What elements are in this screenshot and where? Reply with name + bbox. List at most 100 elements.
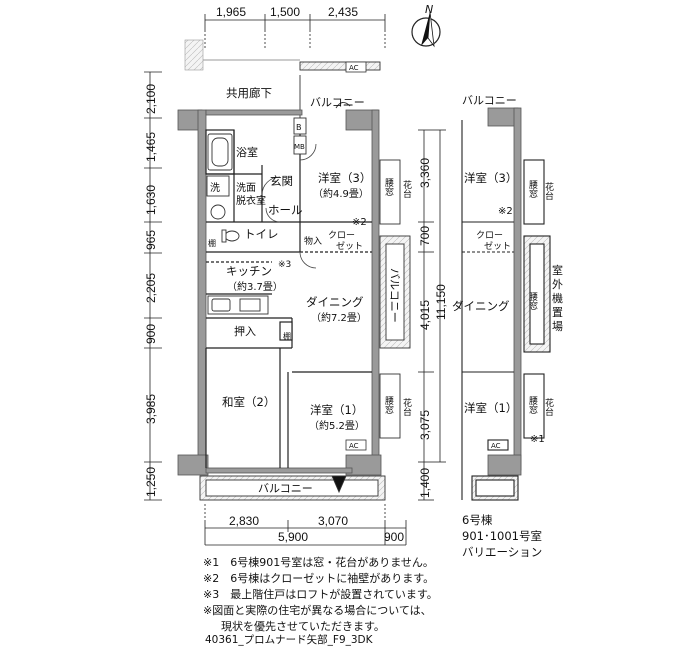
- shelf-label-lower: 棚: [283, 331, 291, 341]
- side-balcony-label: バルコニー: [388, 268, 401, 323]
- dim-bottom-2: 3,070: [318, 514, 348, 528]
- kitchen-note-mark: ※3: [278, 260, 291, 270]
- dim-left-7: 3,985: [144, 394, 158, 424]
- door-swings: [261, 143, 317, 269]
- dim-bottom-right: 900: [384, 530, 404, 544]
- dim-left-1: 2,100: [144, 84, 158, 114]
- closet-label-2: ゼット: [336, 240, 363, 252]
- right-dimension-line: [418, 129, 446, 501]
- outer-walls: [177, 109, 382, 476]
- dim-bottom-1: 2,830: [229, 514, 259, 528]
- var-ac-label: AC: [491, 442, 501, 450]
- dim-left-4: 965: [144, 230, 158, 250]
- ac-label-top: AC: [349, 64, 359, 72]
- var-closet-label-2: ゼット: [484, 240, 511, 252]
- top-balcony: [299, 61, 381, 118]
- entrance-label: 玄関: [270, 174, 293, 188]
- dim-top-3: 2,435: [328, 5, 358, 19]
- var-note1-mark: ※1: [530, 434, 545, 445]
- var-closet-label-1: クロー: [476, 230, 503, 241]
- note-3: ※3 最上階住戸はロフトが設置されています。: [203, 588, 438, 601]
- oshiire-label: 押入: [234, 324, 256, 338]
- dim-bottom-total: 5,900: [278, 530, 308, 544]
- bath-label: 浴室: [236, 145, 258, 159]
- storage-label: 物入: [304, 235, 322, 247]
- dim-left-8: 1,250: [144, 467, 158, 497]
- kitchen-size: （約3.7畳）: [227, 280, 283, 293]
- dressing-label-2: 脱衣室: [236, 194, 266, 207]
- washbasin-icon: [206, 175, 230, 220]
- svg-text:場: 場: [552, 320, 563, 333]
- dim-right-3: 4,015: [418, 300, 432, 330]
- hall-label: ホール: [268, 203, 303, 217]
- bathtub-icon: [207, 133, 233, 171]
- notes-block: ※1 6号棟901号室は窓・花台がありません。 ※2 6号棟はクローゼットに袖壁…: [203, 555, 673, 635]
- ac-unit: [345, 61, 367, 451]
- variation-caption-line-1: 6号棟: [462, 513, 493, 527]
- corridor-area: [184, 39, 300, 71]
- var-kadai-lower: 花台: [543, 397, 554, 417]
- dim-left-2: 1,465: [144, 132, 158, 162]
- footer-code: 40361_プロムナード矢部_F9_3DK: [205, 634, 373, 646]
- top-dimension-line: [204, 14, 386, 48]
- left-dimension-line: [144, 71, 162, 501]
- var-room1-label: 洋室（1）: [464, 401, 517, 415]
- kadai-label-lower: 花台: [401, 397, 412, 417]
- toilet-label: トイレ: [244, 227, 279, 241]
- var-note2-mark: ※2: [498, 206, 513, 217]
- room1-label: 洋室（1）: [310, 403, 363, 417]
- interior-walls: [205, 118, 372, 468]
- note-2: ※2 6号棟はクローゼットに袖壁があります。: [203, 572, 435, 585]
- mb-label: MB: [294, 143, 305, 151]
- wash-label: 洗: [210, 182, 220, 194]
- room3-note-mark: ※2: [352, 217, 367, 228]
- var-koshimado-upper: 腰窓: [527, 180, 538, 198]
- koshimado-label-lower: 腰窓: [383, 396, 394, 414]
- note-1: ※1 6号棟901号室は窓・花台がありません。: [203, 556, 434, 569]
- dressing-label-1: 洗面: [236, 182, 256, 194]
- room1-size: （約5.2畳）: [309, 419, 365, 432]
- compass-label: N: [425, 3, 433, 16]
- variation-caption: 6号棟 901･1001号室 バリエーション: [462, 512, 542, 560]
- dining-size: （約7.2畳）: [311, 311, 367, 324]
- note-5: 現状を優先させていただきます。: [221, 620, 385, 633]
- koshimado-label-upper: 腰窓: [383, 178, 394, 196]
- note-4: ※図面と実際の住宅が異なる場合については、: [203, 604, 432, 617]
- svg-text:機: 機: [552, 291, 563, 305]
- var-dining-label: ダイニング: [452, 299, 510, 313]
- corridor-label: 共用廊下: [226, 86, 272, 100]
- variation-lines: [461, 120, 551, 501]
- room3-label: 洋室（3）: [318, 171, 371, 185]
- kadai-label-upper: 花台: [401, 179, 412, 199]
- var-koshimado-lower: 腰窓: [527, 396, 538, 414]
- dim-right-2: 700: [418, 226, 432, 246]
- side-balcony: [379, 235, 411, 349]
- bottom-balcony: [199, 475, 386, 501]
- dim-top-2: 1,500: [270, 5, 300, 19]
- var-kadai-upper: 花台: [543, 181, 554, 201]
- bottom-balcony-label: バルコニー: [258, 482, 313, 495]
- dim-left-6: 900: [144, 324, 158, 344]
- bottom-dimension-line: [204, 504, 407, 546]
- dim-left-5: 2,205: [144, 273, 158, 303]
- variation-caption-line-3: バリエーション: [462, 545, 543, 559]
- var-balcony-label: バルコニー: [462, 94, 517, 107]
- svg-text:外: 外: [552, 278, 563, 291]
- room3-size: （約4.9畳）: [313, 187, 369, 200]
- toilet-icon: [221, 229, 240, 243]
- svg-text:室: 室: [552, 263, 563, 277]
- flower-stand: [379, 159, 401, 439]
- var-room3-label: 洋室（3）: [464, 171, 517, 185]
- dining-label: ダイニング: [306, 295, 364, 309]
- kitchen-counter: [207, 295, 269, 315]
- shelf-label-upper: 棚: [208, 238, 216, 248]
- north-compass-icon: [411, 11, 441, 48]
- dim-top-1: 1,965: [216, 5, 246, 19]
- svg-text:置: 置: [552, 306, 563, 319]
- outdoor-unit-label: 室 外 機 置 場: [552, 263, 563, 333]
- dim-right-1: 3,360: [418, 158, 432, 188]
- dim-left-3: 1,630: [144, 185, 158, 215]
- ac-label-bottom: AC: [349, 442, 359, 450]
- washitsu-label: 和室（2）: [222, 395, 275, 409]
